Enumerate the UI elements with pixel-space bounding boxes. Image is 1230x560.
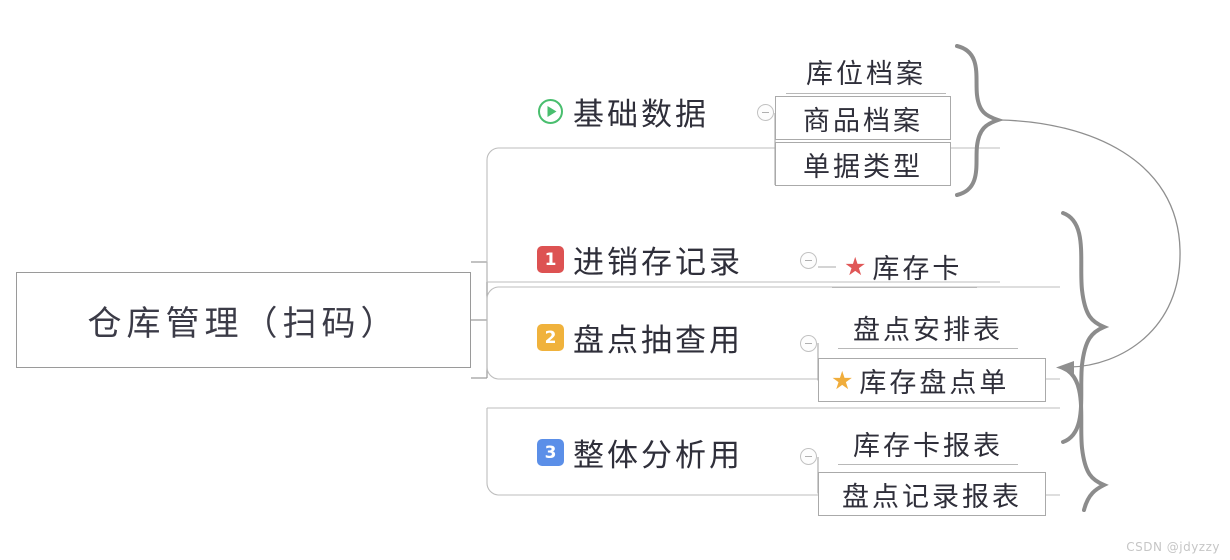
branch-badge-2: 2 [537, 324, 564, 351]
leaf-label-stocktake-1: 盘点安排表 [853, 314, 1003, 346]
leaf-label-inventory-1: 库存卡 [872, 253, 963, 285]
star-icon: ★ [831, 365, 854, 395]
leaf-node-analysis-2[interactable]: 盘点记录报表 [818, 472, 1046, 516]
leaf-label-basic-1: 库位档案 [806, 59, 926, 90]
branch-node-inventory-record[interactable]: 1 进销存记录 [537, 237, 743, 282]
branch-box-analysis-corner-bl [486, 482, 499, 496]
branch-label-basic-data: 基础数据 [573, 97, 709, 133]
collapse-toggle-basic-data[interactable] [757, 104, 774, 121]
branch-box-basic-corner-tl [486, 147, 499, 161]
brace-bottom-icon [1061, 366, 1109, 512]
star-icon: ★ [844, 251, 867, 281]
branch-label-stocktake-check: 盘点抽查用 [573, 323, 743, 359]
leaf-label-analysis-1: 库存卡报表 [853, 430, 1003, 462]
curved-arrow-head-icon [1056, 361, 1074, 374]
branch-node-stocktake-check[interactable]: 2 盘点抽查用 [537, 315, 743, 360]
branch-badge-1: 1 [537, 246, 564, 273]
leaf-node-analysis-1[interactable]: 库存卡报表 [838, 422, 1018, 465]
leaf-node-inventory-1[interactable]: ★ 库存卡 [832, 245, 977, 288]
root-node[interactable]: 仓库管理（扫码） [16, 272, 471, 368]
brace-top-icon [955, 44, 1005, 197]
leaf-label-basic-2: 商品档案 [803, 105, 923, 137]
branch-node-basic-data[interactable]: 基础数据 [537, 89, 709, 134]
leaf-label-stocktake-2: 库存盘点单 [859, 367, 1010, 399]
branch-box-stock-corner-tl [486, 286, 499, 300]
collapse-toggle-inventory-record[interactable] [800, 252, 817, 269]
branch-box-stock-corner-bl [486, 366, 499, 380]
collapse-toggle-overall-analysis[interactable] [800, 448, 817, 465]
leaf-label-analysis-2: 盘点记录报表 [842, 481, 1022, 513]
root-node-label: 仓库管理（扫码） [87, 303, 400, 344]
leaf-node-basic-2[interactable]: 商品档案 [775, 96, 951, 140]
watermark: CSDN @jdyzzy [1126, 540, 1220, 554]
branch-label-inventory-record: 进销存记录 [573, 245, 743, 281]
leaf-node-basic-1[interactable]: 库位档案 [786, 50, 946, 94]
play-circle-icon [537, 98, 564, 125]
leaf-node-basic-3[interactable]: 单据类型 [775, 142, 951, 186]
branch-badge-3: 3 [537, 439, 564, 466]
leaf-node-stocktake-2[interactable]: ★ 库存盘点单 [818, 358, 1046, 402]
branch-node-overall-analysis[interactable]: 3 整体分析用 [537, 430, 743, 475]
curved-arrow-path [999, 119, 1181, 368]
leaf-label-basic-3: 单据类型 [803, 151, 923, 183]
brace-middle-icon [1061, 211, 1110, 444]
leaf-node-stocktake-1[interactable]: 盘点安排表 [838, 306, 1018, 349]
collapse-toggle-stocktake-check[interactable] [800, 335, 817, 352]
branch-label-overall-analysis: 整体分析用 [573, 438, 743, 474]
